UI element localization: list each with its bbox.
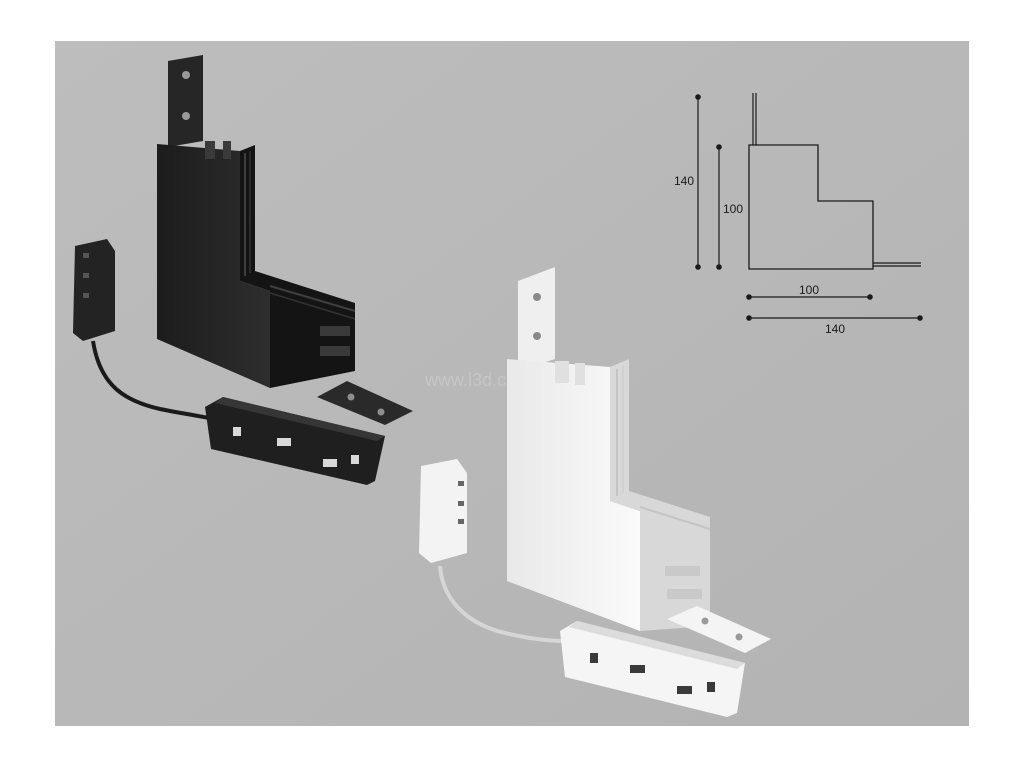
dimension-endpoint bbox=[746, 294, 752, 300]
dimension-endpoint bbox=[867, 294, 873, 300]
width-outer-label: 140 bbox=[825, 322, 845, 336]
watermark-text: www.l3d.cz bbox=[424, 370, 515, 390]
dimension-endpoint bbox=[917, 315, 923, 321]
width-inner-label: 100 bbox=[799, 283, 819, 297]
white-corner-connector bbox=[419, 267, 771, 717]
product-illustration: www.l3d.cz bbox=[55, 41, 969, 726]
dimension-drawing bbox=[695, 93, 923, 321]
dimension-endpoint bbox=[716, 144, 722, 150]
height-outer-label: 140 bbox=[674, 174, 694, 188]
dimension-endpoint bbox=[695, 94, 701, 100]
dimension-endpoint bbox=[695, 264, 701, 270]
height-inner-label: 100 bbox=[723, 202, 743, 216]
dimension-endpoint bbox=[716, 264, 722, 270]
dimension-endpoint bbox=[746, 315, 752, 321]
product-photo: www.l3d.cz bbox=[55, 41, 969, 726]
black-corner-connector bbox=[73, 55, 413, 485]
